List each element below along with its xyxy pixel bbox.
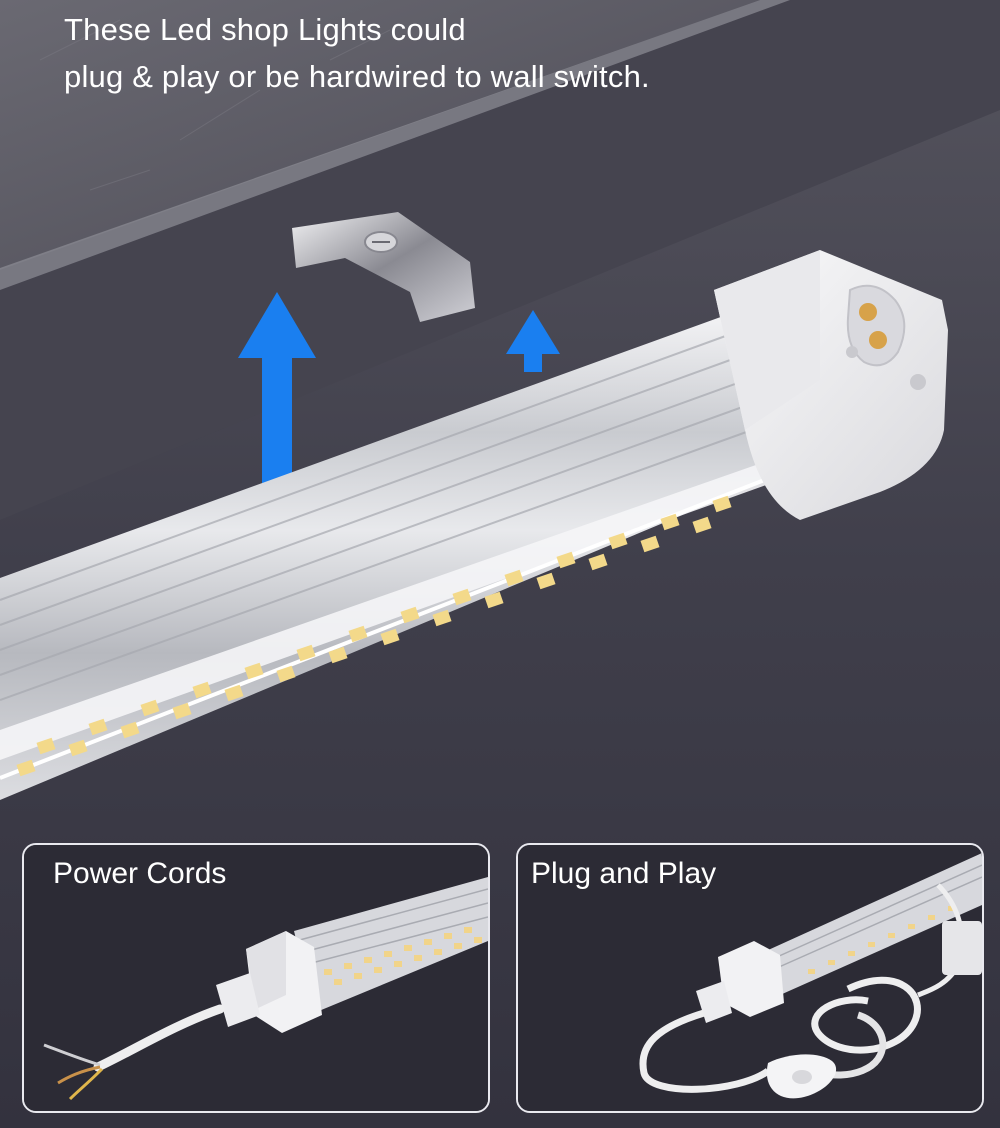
plug: [696, 981, 732, 1023]
up-arrow-icon: [238, 292, 316, 540]
headline-line-2: plug & play or be hardwired to wall swit…: [64, 59, 650, 94]
end-cap: [714, 250, 948, 520]
power-cords-panel: Power Cords: [22, 843, 490, 1113]
up-arrow-icon: [506, 310, 560, 372]
panel-title: Plug and Play: [531, 857, 717, 890]
panel-title: Power Cords: [53, 857, 227, 890]
inline-switch: [766, 1054, 837, 1099]
plug-and-play-illustration: [518, 845, 982, 1111]
headline-line-1: These Led shop Lights could: [64, 12, 466, 47]
headline: These Led shop Lights could plug & play …: [64, 6, 650, 100]
mounting-clip: [292, 212, 475, 322]
power-cords-illustration: [24, 845, 488, 1111]
led-tube: [0, 310, 790, 800]
plug-and-play-panel: Plug and Play: [516, 843, 984, 1113]
